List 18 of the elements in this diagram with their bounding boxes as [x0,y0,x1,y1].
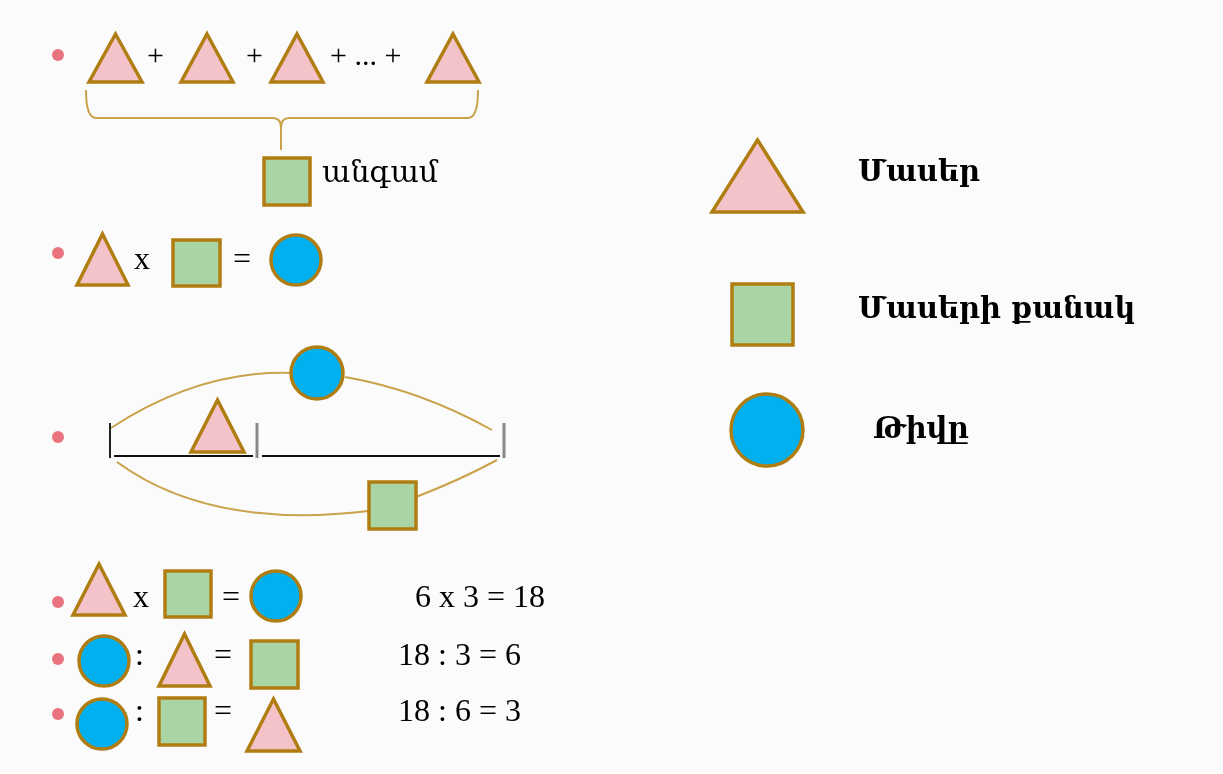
equation-text: + ... + [330,38,402,73]
operator-sign: : [135,692,144,729]
operator-sign: : [135,636,144,673]
legend-text: Մասեր [858,155,981,189]
operator-sign: = [214,692,233,729]
equation-text: 6 x 3 = 18 [415,578,546,615]
operator-sign: x [134,240,150,277]
note-text: անգամ [322,155,439,190]
legend-text: Թիվը [873,412,969,446]
operator-sign: = [233,240,252,277]
operator-sign: = [222,578,241,615]
operator-sign: x [133,578,149,615]
equation-text: 18 : 3 = 6 [398,636,521,673]
operator-sign: + [246,38,263,73]
operator-sign: = [214,636,233,673]
equation-text: 18 : 6 = 3 [398,692,521,729]
operator-sign: + [147,38,164,73]
legend-text: Մասերի քանակ [858,292,1136,326]
